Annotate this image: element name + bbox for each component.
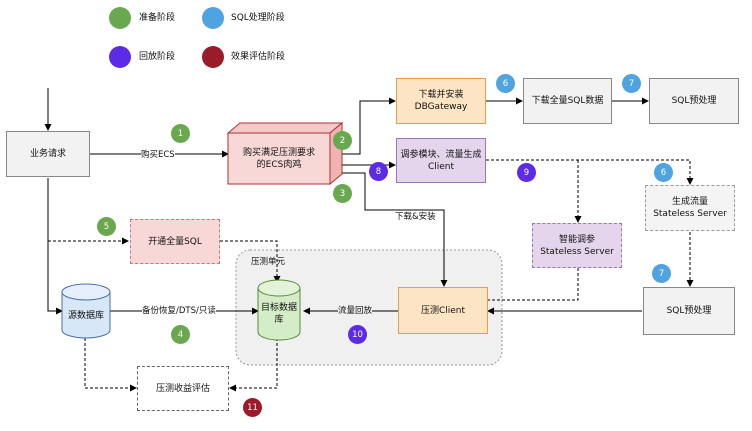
tune-module-line2: Client — [427, 161, 455, 172]
edge-ecs-to-client — [330, 172, 448, 287]
buy-ecs-line1: 购买满足压测要求 — [242, 147, 315, 158]
legend-prep-dot — [109, 7, 131, 29]
cluster-title: 压测单元 — [251, 257, 286, 267]
benefit-eval-label: 压测收益评估 — [155, 383, 210, 394]
step-badge-7-top: 7 — [622, 74, 641, 93]
step-badge-11: 11 — [243, 398, 262, 417]
legend-prep-label: 准备阶段 — [139, 13, 176, 23]
download-sql-node: 下载全量SQL数据 — [523, 78, 612, 124]
legend-eval-label: 效果评估阶段 — [231, 52, 286, 62]
edge-source-to-eval — [84, 338, 137, 392]
sql-preprocess-top-label: SQL预处理 — [671, 96, 717, 106]
edge-label-backup: 备份恢复/DTS/只读 — [142, 306, 216, 317]
open-full-sql-label: 开通全量SQL — [148, 236, 202, 247]
step-badge-9: 9 — [517, 163, 536, 182]
sql-preprocess-bottom-label: SQL预处理 — [666, 306, 712, 316]
step-badge-7-bottom: 7 — [652, 264, 671, 283]
source-db-label: 源数据库 — [67, 311, 104, 321]
sql-preprocess-bottom-node: SQL预处理 — [643, 287, 735, 335]
target-db-cylinder — [257, 279, 301, 341]
stress-client-node: 压测Client — [398, 287, 488, 334]
stress-client-label: 压测Client — [420, 305, 466, 316]
legend-sql-label: SQL处理阶段 — [231, 13, 285, 23]
source-db-cylinder — [61, 283, 111, 339]
step-badge-6-top: 6 — [496, 74, 515, 93]
buy-ecs-line2: 的ECS肉鸡 — [256, 159, 302, 170]
benefit-eval-node: 压测收益评估 — [137, 366, 229, 411]
smart-tune-line2: Stateless Server — [540, 246, 614, 257]
legend-sql-dot — [202, 7, 224, 29]
step-badge-1: 1 — [171, 124, 190, 143]
target-db-node: 目标数据 库 — [258, 298, 300, 330]
step-badge-10: 10 — [348, 325, 367, 344]
step-badge-6-right: 6 — [654, 163, 673, 182]
source-db-node: 源数据库 — [62, 304, 110, 328]
edge-tune-to-gen — [486, 159, 694, 185]
step-badge-8: 8 — [369, 162, 388, 181]
ecs-cube — [226, 121, 344, 186]
legend-eval-dot — [202, 46, 224, 68]
tune-module-line1: 调参模块、流量生成 — [400, 149, 482, 160]
target-db-line1: 目标数据 — [260, 303, 297, 313]
step-badge-3: 3 — [333, 184, 352, 203]
download-sql-label: 下载全量SQL数据 — [531, 96, 604, 106]
smart-tune-node: 智能调参 Stateless Server — [532, 223, 622, 268]
generate-traffic-line2: Stateless Server — [653, 209, 727, 219]
smart-tune-line1: 智能调参 — [558, 234, 595, 245]
edge-label-replay: 流量回放 — [338, 306, 373, 317]
business-request-label: 业务请求 — [29, 149, 66, 159]
business-request-node: 业务请求 — [6, 131, 90, 177]
edge-target-to-eval — [229, 338, 278, 392]
edge-smart-to-client — [488, 268, 579, 301]
dbgateway-line2: DBGateway — [414, 102, 468, 112]
step-badge-4: 4 — [171, 325, 190, 344]
buy-ecs-node: 购买满足压测要求 的ECS肉鸡 — [228, 133, 330, 184]
edge-request-to-source — [47, 178, 63, 315]
dbgateway-line1: 下载并安装 — [418, 90, 464, 100]
sql-preprocess-top-node: SQL预处理 — [649, 78, 739, 124]
dbgateway-node: 下载并安装 DBGateway — [396, 78, 486, 124]
tune-module-node: 调参模块、流量生成 Client — [396, 138, 486, 183]
edge-label-buy: 购买ECS — [141, 150, 175, 161]
step-badge-5: 5 — [97, 217, 116, 236]
legend-replay-label: 回放阶段 — [139, 52, 176, 62]
generate-traffic-node: 生成流量 Stateless Server — [645, 185, 735, 231]
open-full-sql-node: 开通全量SQL — [130, 219, 220, 264]
edge-label-download-install: 下载&安装 — [395, 212, 436, 222]
generate-traffic-line1: 生成流量 — [671, 197, 708, 207]
legend-replay-dot — [109, 46, 131, 68]
target-db-line2: 库 — [274, 315, 284, 325]
step-badge-2: 2 — [333, 131, 352, 150]
edge-opensql-to-target — [220, 240, 281, 283]
edge-ecs-to-dbgateway — [330, 97, 396, 155]
